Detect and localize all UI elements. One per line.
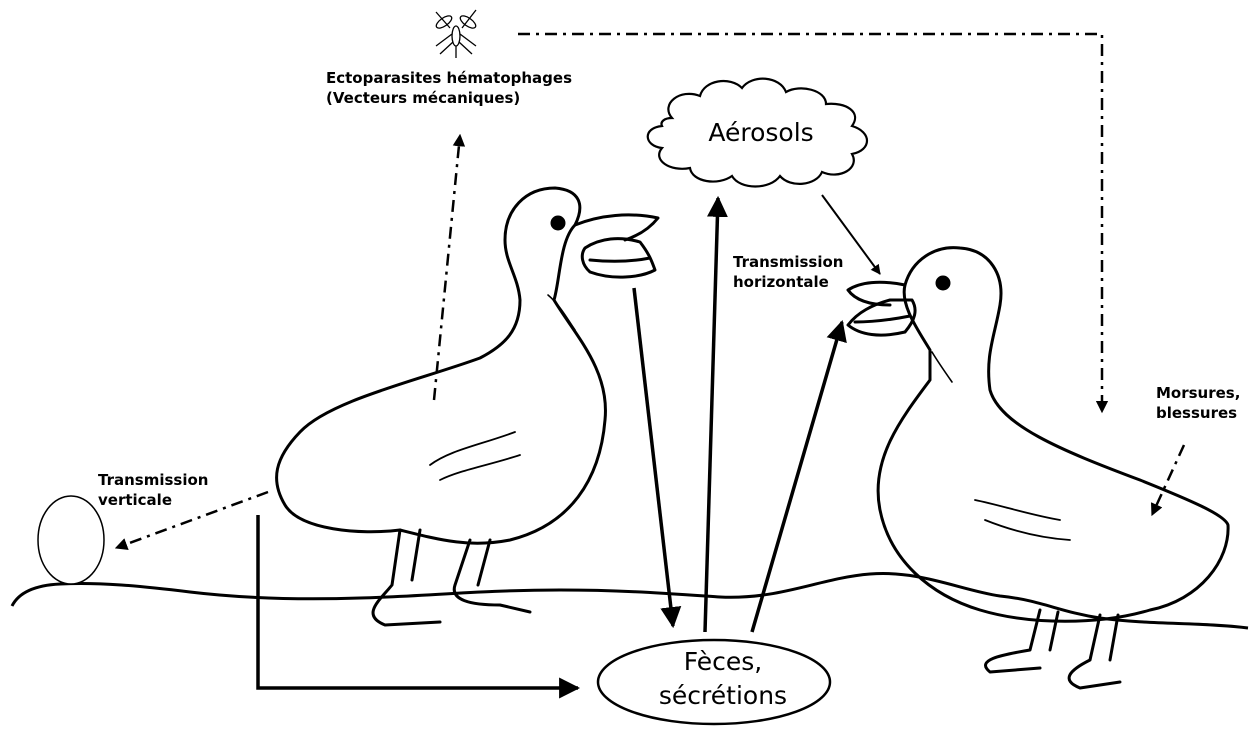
duck-left-illustration bbox=[277, 188, 658, 625]
egg-icon bbox=[38, 496, 104, 584]
arrow-morsures-to-right-duck bbox=[1152, 445, 1184, 515]
label-transmission-verticale-line1: Transmission bbox=[98, 470, 228, 490]
label-feces-secretions: Fèces, sécrétions bbox=[628, 645, 818, 713]
label-transmission-horizontale: Transmission horizontale bbox=[733, 252, 883, 292]
label-aerosols: Aérosols bbox=[686, 118, 836, 148]
label-ectoparasites-line2: (Vecteurs mécaniques) bbox=[326, 88, 596, 108]
label-transmission-horizontale-line1: Transmission bbox=[733, 252, 883, 272]
arrow-feces-to-aerosols bbox=[705, 198, 718, 632]
arrow-feces-to-right-duck bbox=[752, 322, 842, 632]
arrow-beak-to-feces bbox=[634, 288, 673, 626]
label-morsures-line1: Morsures, bbox=[1156, 383, 1255, 403]
label-ectoparasites: Ectoparasites hématophages (Vecteurs méc… bbox=[326, 68, 596, 108]
label-transmission-verticale-line2: verticale bbox=[98, 490, 228, 510]
mosquito-icon bbox=[434, 10, 477, 58]
label-transmission-verticale: Transmission verticale bbox=[98, 470, 228, 510]
label-feces-line2: sécrétions bbox=[628, 679, 818, 713]
label-feces-line1: Fèces, bbox=[628, 645, 818, 679]
arrow-duck-to-ectoparasites bbox=[434, 135, 460, 400]
label-morsures-line2: blessures bbox=[1156, 403, 1255, 423]
label-transmission-horizontale-line2: horizontale bbox=[733, 272, 883, 292]
label-ectoparasites-line1: Ectoparasites hématophages bbox=[326, 68, 596, 88]
label-morsures-blessures: Morsures, blessures bbox=[1156, 383, 1255, 423]
